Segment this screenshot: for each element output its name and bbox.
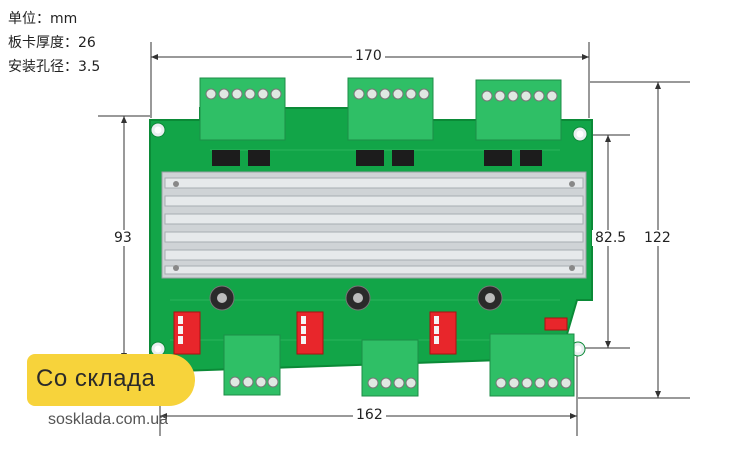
dip-switches — [173, 311, 568, 355]
top-terminal-blocks — [199, 77, 562, 141]
dimension-bottom-width: 162 — [353, 407, 386, 423]
spec-unit: 单位：mm — [8, 11, 78, 27]
capacitors — [209, 285, 503, 311]
terminal-block-top-1 — [199, 77, 286, 141]
spec-thickness: 板卡厚度：26 — [8, 35, 96, 51]
watermark-site: sosklada.com.ua — [48, 411, 169, 428]
dimension-outer-height: 122 — [641, 230, 674, 246]
watermark-badge-text: Со склада — [36, 365, 156, 392]
terminal-block-bottom-1 — [223, 334, 281, 396]
ic-chips — [212, 150, 542, 166]
dimension-inner-height: 82.5 — [592, 230, 630, 246]
terminal-block-bottom-2 — [361, 339, 419, 397]
terminal-block-top-2 — [347, 77, 434, 141]
heatsink — [161, 171, 587, 279]
dimension-top-width: 170 — [352, 48, 385, 64]
terminal-block-top-3 — [475, 79, 562, 141]
dimension-left-height: 93 — [111, 230, 135, 246]
bottom-terminal-blocks — [223, 333, 575, 397]
spec-hole: 安装孔径：3.5 — [8, 59, 101, 75]
watermark-badge — [27, 354, 195, 406]
terminal-block-bottom-3 — [489, 333, 575, 397]
